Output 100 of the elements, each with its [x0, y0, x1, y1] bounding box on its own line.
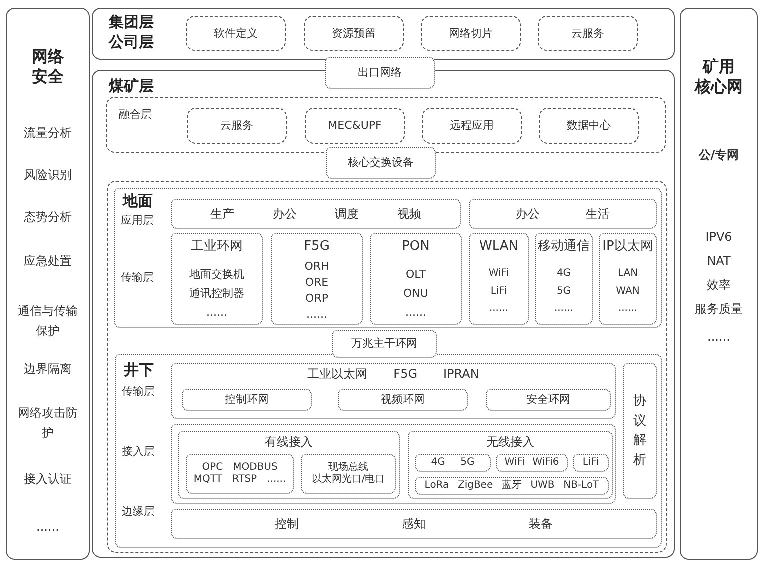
item-label: 以太网光口/电口 [312, 474, 386, 486]
item-label: WAN [616, 286, 640, 298]
item-label: 感知 [402, 516, 426, 532]
item-label: 云服务 [220, 119, 254, 133]
side-panel [680, 8, 758, 560]
network-box [332, 330, 437, 358]
network-title: 工业环网 [191, 239, 243, 256]
item-label: 办公 [516, 206, 540, 222]
layer-title: 集团层 [109, 13, 155, 32]
vertical-label: 协议解析 [632, 393, 648, 470]
layer-label: 融合层 [119, 108, 152, 122]
item-label: ONU [404, 287, 428, 301]
panel-item: 边界隔离 [23, 361, 73, 378]
item-label: 地面交换机 [190, 268, 244, 282]
layer-title: 地面 [123, 192, 154, 211]
network-box [535, 233, 593, 325]
item-label: 出口网络 [358, 66, 402, 80]
item-label: ORE [305, 276, 329, 290]
group-title: 无线接入 [486, 435, 534, 450]
item-label: 软件定义 [214, 26, 258, 40]
panel-item: 风险识别 [23, 167, 73, 184]
item-label: ...... [206, 306, 228, 320]
access-group-box [408, 431, 613, 499]
item-label: 远程应用 [450, 119, 494, 133]
item-label: 5G [460, 456, 475, 470]
item-label: 云服务 [572, 26, 604, 40]
panel-item: ...... [36, 519, 60, 536]
item-label: 视频 [398, 206, 422, 222]
network-title: PON [402, 239, 430, 256]
item-label: ...... [618, 303, 638, 316]
item-label: OPC [202, 462, 224, 474]
item-label: ...... [306, 308, 328, 322]
item-label: OLT [406, 268, 426, 282]
item-label: RTSP [232, 474, 258, 486]
item-label: MEC&UPF [328, 119, 382, 133]
item-label: LoRa [424, 480, 450, 492]
item-label: MQTT [194, 474, 222, 486]
item-label: 控制环网 [225, 393, 269, 407]
panel-item: 网络攻击防护 [17, 405, 79, 442]
item-label: 办公 [272, 206, 297, 222]
network-box [370, 233, 462, 325]
item-label: 资源预留 [332, 26, 376, 40]
layer-title: 井下 [124, 361, 155, 380]
item-label: 通讯控制器 [190, 287, 244, 301]
network-title: IP以太网 [602, 239, 654, 256]
function-box [421, 16, 521, 51]
item-label: 控制 [275, 516, 299, 532]
layer-panel [92, 8, 675, 60]
item-label: 核心交换设备 [348, 156, 414, 170]
item-label: LiFi [490, 286, 508, 298]
item-label: ZigBee [458, 480, 494, 492]
item-label: ...... [406, 306, 426, 320]
function-box [538, 16, 638, 51]
item-label: 4G [556, 268, 572, 281]
item-label: WiFi [504, 456, 525, 470]
item-label: ORH [304, 260, 330, 274]
layer-title: 公司层 [109, 33, 155, 52]
item-label: 4G [431, 456, 446, 470]
panel-item: NAT [706, 253, 732, 270]
transport-box [171, 363, 616, 419]
area-box [115, 354, 662, 548]
edge-layer-box [171, 509, 657, 539]
protocol-parsing-box [623, 363, 657, 499]
item-label: 现场总线 [328, 462, 368, 474]
network-box [325, 57, 435, 89]
panel-item: 接入认证 [23, 471, 73, 488]
panel-title: 网络安全 [31, 47, 65, 87]
item-label: MODBUS [233, 462, 278, 474]
layer-label: 传输层 [121, 271, 154, 285]
side-panel [6, 8, 90, 560]
panel-item: 公/专网 [698, 147, 740, 164]
layer-label: 接入层 [122, 445, 155, 459]
item-label: 蓝牙 [502, 480, 522, 492]
application-box [171, 199, 461, 229]
group-title: 有线接入 [265, 435, 313, 450]
application-box [469, 199, 657, 229]
network-title: WLAN [479, 239, 518, 256]
wireless-box [496, 454, 568, 472]
wireless-box [573, 454, 609, 472]
layer-title: 煤矿层 [109, 77, 155, 96]
access-group-box [178, 431, 400, 499]
function-box [186, 16, 286, 51]
ring-box [182, 389, 312, 411]
wireless-box [415, 454, 491, 472]
layer-label: 边缘层 [122, 505, 155, 519]
function-box [304, 16, 404, 51]
network-box [469, 233, 529, 325]
panel-item: 态势分析 [23, 209, 73, 226]
protocol-box [301, 454, 396, 494]
panel-item: 效率 [706, 277, 732, 294]
item-label: 安全环网 [526, 393, 570, 407]
protocol-box [186, 454, 294, 494]
item-label: 万兆主干环网 [352, 337, 418, 351]
item-label: LiFi [582, 456, 600, 470]
layer-label: 传输层 [122, 385, 155, 399]
item-label: WiFi [488, 268, 510, 281]
item-label: 视频环网 [381, 393, 425, 407]
network-box [171, 233, 263, 325]
item-label: 装备 [529, 516, 553, 532]
function-box [187, 108, 287, 144]
